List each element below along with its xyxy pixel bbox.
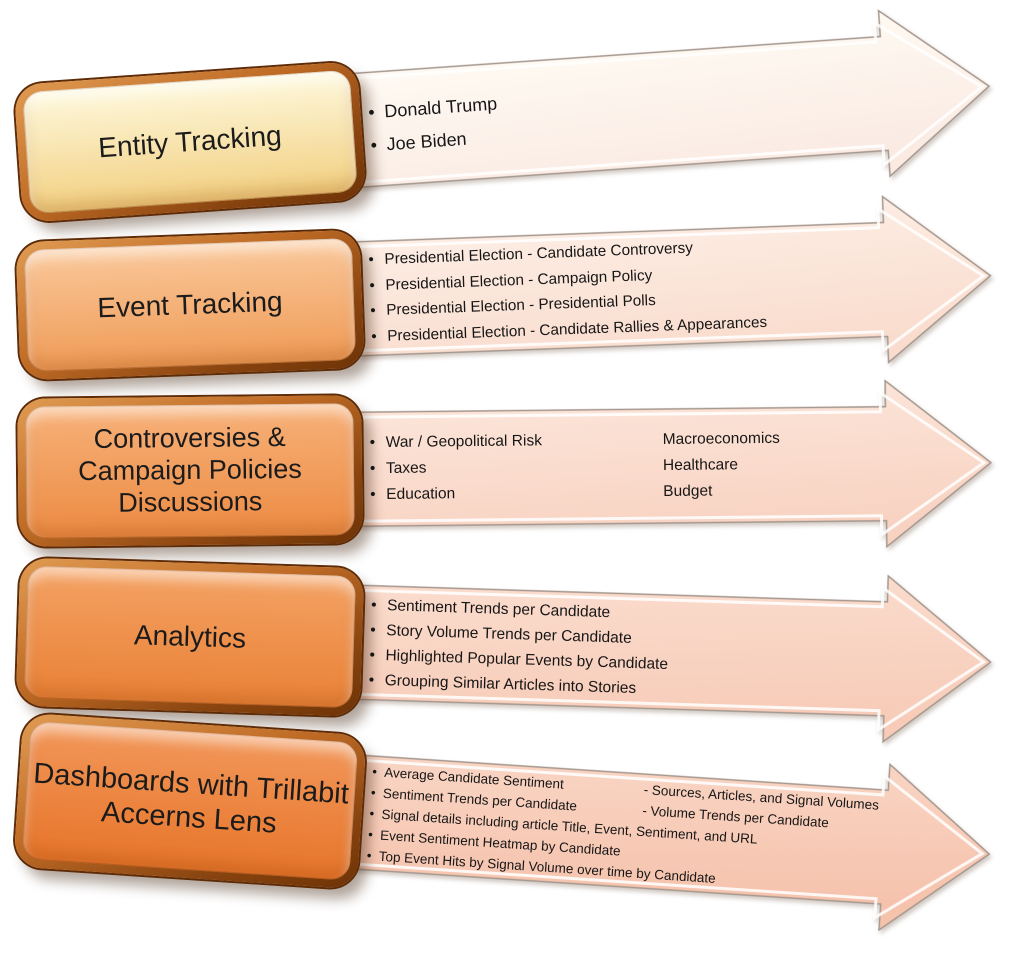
stage-box-face: Event Tracking: [23, 238, 357, 372]
stage-label: Dashboards with Trillabit Accerns Lens: [32, 757, 350, 840]
arrow-bullet-list: •Presidential Election - Candidate Contr…: [368, 223, 877, 355]
stage-box-face: Analytics: [24, 565, 356, 709]
bullet-icon: •: [370, 302, 377, 320]
stage-box-event-tracking: Event Tracking: [15, 229, 365, 381]
right-arrow-shape: [350, 9, 991, 189]
stage-box-entity-tracking: Entity Tracking: [13, 61, 367, 223]
bullet-icon: •: [368, 251, 375, 269]
bullet-line: • Education Budget: [370, 477, 875, 508]
arrow-dashboards-trillabit-accerns-lens: [347, 717, 998, 949]
bullet-text: Donald Trump: [383, 93, 498, 122]
arrow-bullet-list: • War / Geopolitical Risk Macroeconomics • T…: [369, 407, 875, 526]
bullet-icon: •: [369, 646, 376, 664]
stage-box-face: Controversies & Campaign Policies Discus…: [25, 403, 355, 539]
process-row-dashboards-trillabit-accerns-lens: Dashboards with Trillabit Accerns Lens •…: [0, 694, 1016, 951]
bullet-icon: •: [370, 596, 377, 614]
bullet-icon: •: [370, 486, 376, 504]
right-arrow-shape: [353, 195, 992, 365]
process-row-entity-tracking: Entity Tracking •Donald Trump•Joe Biden: [0, 0, 1017, 250]
bullet-text: War / Geopolitical Risk: [385, 432, 542, 451]
process-row-controversies-campaign-policies: Controversies & Campaign Policies Discus…: [0, 367, 1013, 568]
bullet-text: Grouping Similar Articles into Stories: [384, 672, 637, 698]
bullet-text: Education: [386, 485, 456, 503]
arrow-entity-tracking: [347, 0, 999, 225]
stage-box-dashboards-trillabit-accerns-lens: Dashboards with Trillabit Accerns Lens: [13, 712, 367, 890]
stage-label: Analytics: [133, 619, 247, 655]
stage-box-controversies-campaign-policies: Controversies & Campaign Policies Discus…: [17, 395, 363, 547]
bullet-text-col2: Healthcare: [662, 456, 739, 475]
bullet-text: Taxes: [385, 459, 427, 477]
bullet-text-col2: Budget: [663, 482, 713, 501]
bullet-icon: •: [370, 327, 377, 345]
stage-label: Event Tracking: [96, 286, 284, 324]
bullet-text-col2: Macroeconomics: [662, 429, 780, 449]
arrow-event-tracking: [350, 181, 997, 394]
stage-box-face: Entity Tracking: [22, 69, 358, 215]
bullet-text: Story Volume Trends per Candidate: [386, 622, 633, 647]
arrow-bullet-list: • Sentiment Trends per Candidate • Story Vo…: [368, 586, 876, 716]
bullet-text: Joe Biden: [385, 128, 468, 155]
arrow-analytics: [351, 547, 997, 757]
bullet-icon: •: [370, 621, 377, 639]
right-arrow-shape: [351, 754, 991, 932]
right-arrow-shape: [354, 379, 993, 549]
stage-box-face: Dashboards with Trillabit Accerns Lens: [21, 721, 359, 881]
stage-label: Controversies & Campaign Policies Discus…: [78, 422, 302, 518]
right-arrow-shape: [353, 574, 992, 744]
process-row-event-tracking: Event Tracking •Presidential Election - …: [0, 180, 1015, 407]
stage-box-analytics: Analytics: [15, 557, 365, 717]
process-row-analytics: Analytics • Sentiment Trends per Candidat…: [0, 536, 1015, 758]
bullet-text: Sentiment Trends per Candidate: [386, 597, 611, 622]
stage-label: Entity Tracking: [97, 120, 283, 164]
bullet-icon: •: [369, 434, 376, 452]
bullet-icon: •: [369, 460, 376, 478]
bullet-icon: •: [369, 276, 376, 294]
bullet-icon: •: [368, 671, 375, 689]
arrow-controversies-campaign-policies: [353, 368, 995, 565]
